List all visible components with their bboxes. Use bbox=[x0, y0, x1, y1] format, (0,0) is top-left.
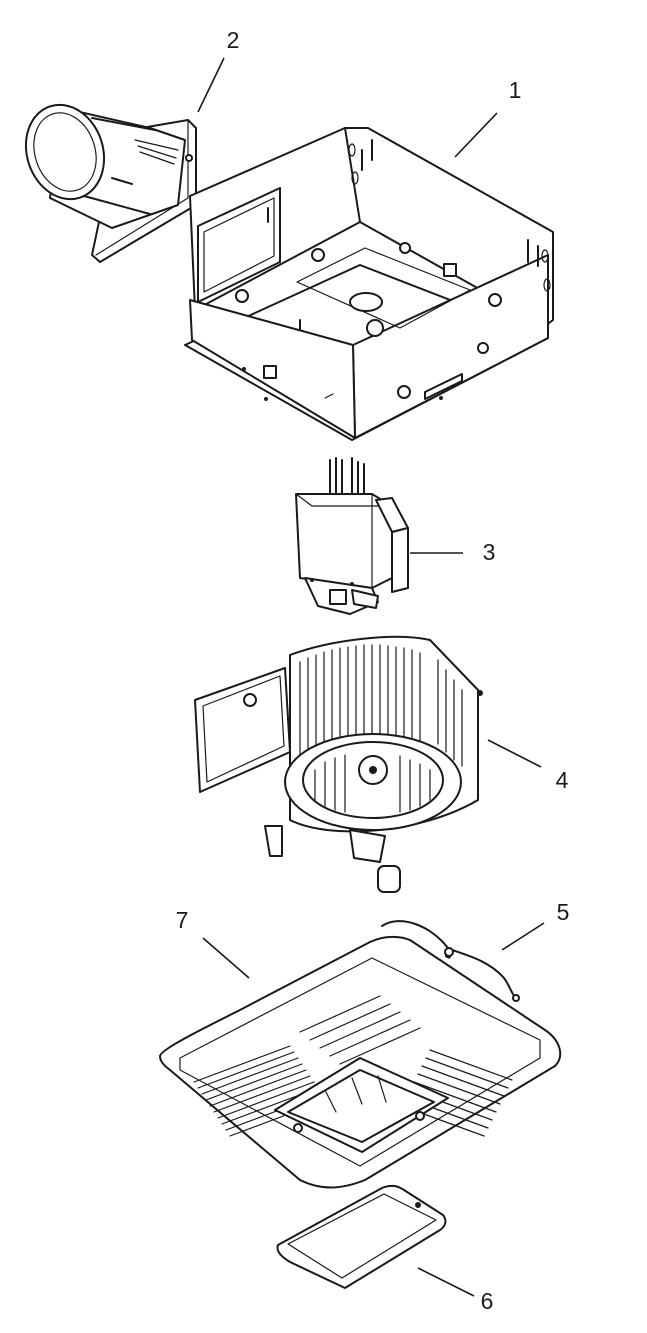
callout-numbers: 1 2 3 4 5 6 7 bbox=[176, 27, 570, 1314]
callout-2: 2 bbox=[227, 27, 240, 53]
leader-6 bbox=[417, 1267, 475, 1297]
callout-5: 5 bbox=[557, 899, 570, 925]
callout-4: 4 bbox=[556, 767, 569, 793]
callout-3: 3 bbox=[483, 539, 496, 565]
blower-wheel-icon bbox=[194, 635, 483, 893]
wire-harness-icon bbox=[381, 920, 520, 1002]
callout-6: 6 bbox=[481, 1288, 494, 1314]
leader-5 bbox=[501, 922, 545, 951]
blade-ring bbox=[299, 644, 463, 767]
leader-2 bbox=[197, 57, 225, 113]
leader-4 bbox=[487, 739, 542, 768]
duct-connector-icon bbox=[24, 103, 197, 263]
callout-1: 1 bbox=[509, 77, 522, 103]
light-lens-icon bbox=[276, 1184, 447, 1289]
motor-icon bbox=[295, 457, 409, 615]
callout-7: 7 bbox=[176, 907, 189, 933]
leader-1 bbox=[454, 112, 498, 158]
leader-lines bbox=[197, 57, 545, 1297]
housing-box-icon bbox=[184, 127, 554, 441]
leader-7 bbox=[202, 937, 250, 979]
grille-icon bbox=[159, 935, 562, 1189]
